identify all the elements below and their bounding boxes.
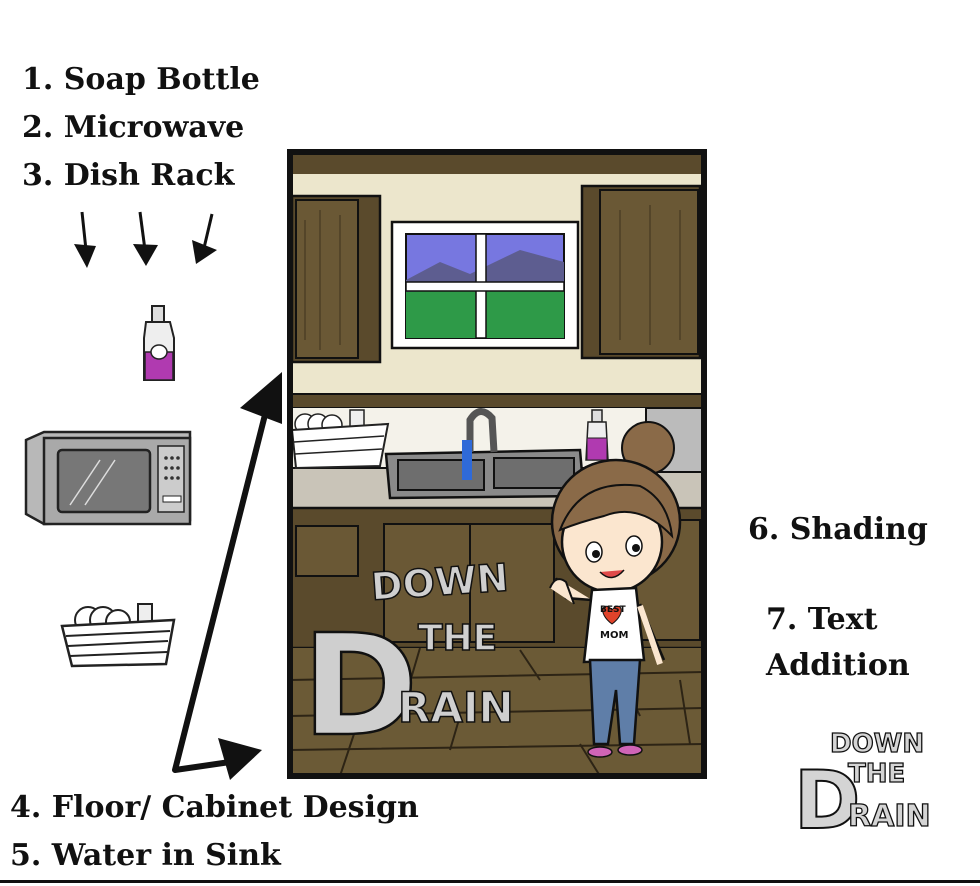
shirt-text-mom: MOM	[600, 630, 628, 641]
upper-cabinet-right	[580, 184, 702, 360]
label-microwave: 2. Microwave	[22, 110, 245, 145]
scene-logo-d: D	[302, 605, 418, 768]
label-text-addition-2: Addition	[766, 648, 910, 683]
dish-rack-icon	[60, 603, 176, 668]
logo-rain: RAIN	[848, 799, 931, 834]
label-water-in-sink: 5. Water in Sink	[10, 838, 281, 873]
scene-soap-bottle	[585, 409, 609, 461]
label-floor-cabinet: 4. Floor/ Cabinet Design	[10, 790, 419, 825]
upper-cabinet-left	[290, 194, 382, 364]
arrow-icon-big	[172, 372, 282, 780]
microwave-icon	[24, 430, 192, 526]
window	[390, 220, 580, 350]
arrow-icons-down	[74, 211, 217, 268]
logo-down-the-drain: DOWN THE D RAIN	[793, 728, 931, 848]
label-soap-bottle: 1. Soap Bottle	[22, 62, 260, 97]
scene-logo: DOWN THE D RAIN	[301, 555, 515, 770]
logo-the: THE	[848, 759, 905, 789]
logo-down: DOWN	[830, 729, 924, 759]
scene-logo-rain: RAIN	[398, 683, 514, 732]
logo-d: D	[794, 754, 860, 847]
label-shading: 6. Shading	[748, 512, 928, 547]
scene-dish-rack	[290, 409, 390, 470]
shirt-text-best: BEST	[600, 605, 626, 615]
label-text-addition-1: 7. Text	[766, 602, 878, 637]
soap-bottle-icon	[143, 305, 175, 381]
scene-logo-down: DOWN	[370, 555, 510, 608]
character-mom	[549, 421, 682, 758]
label-dish-rack: 3. Dish Rack	[22, 158, 235, 193]
sink	[384, 408, 586, 500]
scene-logo-the: THE	[418, 618, 497, 659]
bottom-divider	[0, 880, 980, 883]
